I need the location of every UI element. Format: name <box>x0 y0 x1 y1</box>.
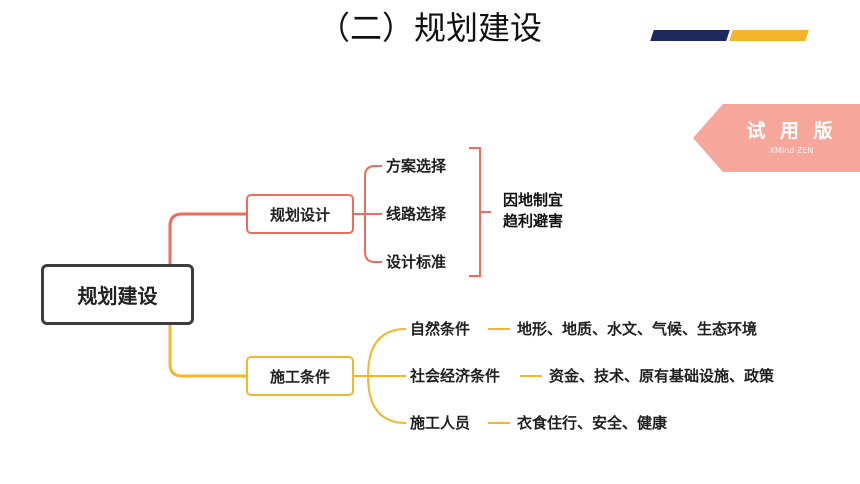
connector-red-bottom <box>364 214 382 263</box>
summary-line-2: 趋利避害 <box>503 212 564 230</box>
page-title: （二）规划建设 <box>317 9 542 47</box>
detail-socioeconomic-conditions[interactable]: 资金、技术、原有基础设施、政策 <box>549 367 775 385</box>
leaf-design-standard[interactable]: 设计标准 <box>386 253 447 271</box>
branch-node-construction-conditions[interactable]: 施工条件 <box>246 356 354 396</box>
connector-root-gold <box>168 325 246 378</box>
summary-bracket <box>469 147 491 277</box>
leaf-route-selection[interactable]: 线路选择 <box>386 205 447 223</box>
leaf-scheme-selection[interactable]: 方案选择 <box>386 157 447 175</box>
connector-gold-bottom <box>367 375 407 424</box>
watermark-tag-shape <box>693 104 860 172</box>
trial-watermark: 试 用 版 XMind·ZEN <box>693 104 860 172</box>
connector-root-red <box>168 212 246 264</box>
connector-red-top <box>364 165 382 214</box>
watermark-sub: XMind·ZEN <box>769 146 814 155</box>
detail-construction-workers[interactable]: 衣食住行、安全、健康 <box>517 414 668 432</box>
watermark-label: 试 用 版 <box>746 120 837 142</box>
leaf-construction-workers[interactable]: 施工人员 <box>410 414 471 432</box>
summary-line-1: 因地制宜 <box>503 191 564 209</box>
leaf-socioeconomic-conditions[interactable]: 社会经济条件 <box>410 367 501 385</box>
detail-natural-conditions[interactable]: 地形、地质、水文、气候、生态环境 <box>517 320 758 338</box>
root-node[interactable]: 规划建设 <box>41 264 194 325</box>
connector-gold-top <box>367 328 407 377</box>
leaf-natural-conditions[interactable]: 自然条件 <box>410 320 471 338</box>
summary-node[interactable]: 因地制宜 趋利避害 <box>503 190 563 232</box>
branch-node-planning-design[interactable]: 规划设计 <box>246 194 354 234</box>
